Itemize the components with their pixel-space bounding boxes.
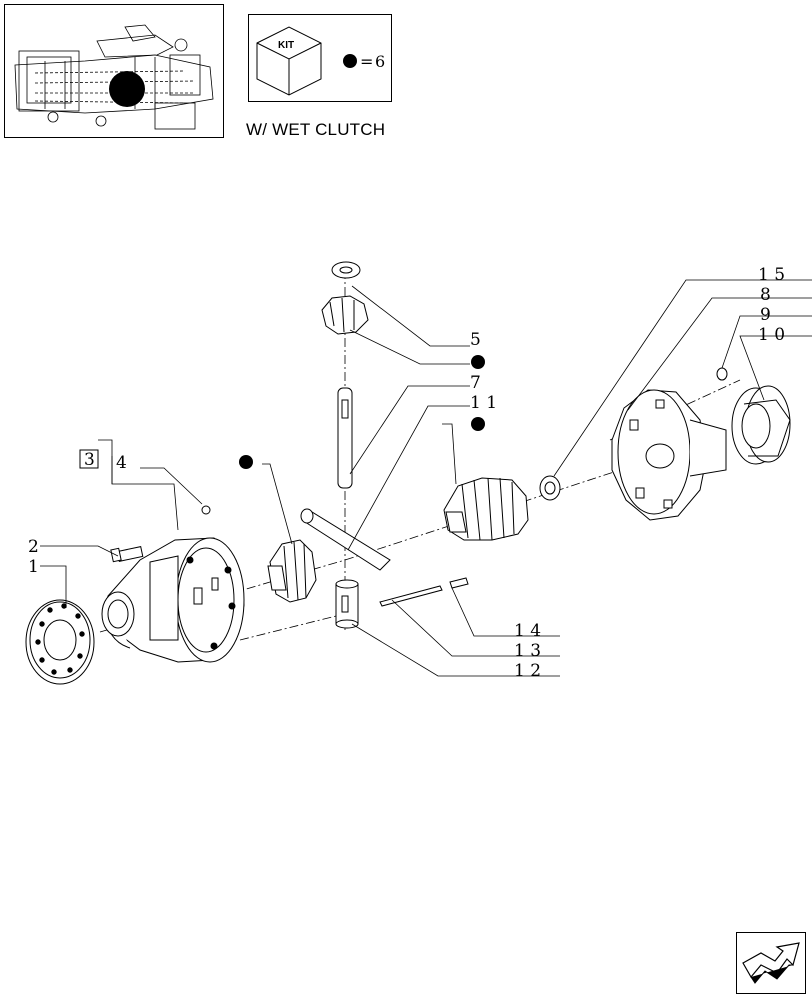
part-9-ball <box>716 367 728 381</box>
kit-marker-dot-icon <box>471 355 485 369</box>
callout-4: 4 <box>116 453 127 473</box>
transmission-thumbnail-drawing <box>14 24 214 130</box>
callout-9: 9 <box>760 305 771 325</box>
part-4-ball <box>201 505 211 515</box>
part-13-roll-pin <box>379 585 443 607</box>
callout-8: 8 <box>760 285 771 305</box>
part-12-spacer <box>335 579 359 629</box>
bevel-gear-right <box>443 477 529 541</box>
kit-equals-sign: = <box>360 52 373 71</box>
part-2-bolt <box>110 546 144 563</box>
next-page-arrow-icon <box>742 942 800 984</box>
part-7-pin <box>337 387 353 489</box>
part-14-short-pin <box>449 577 469 589</box>
callout-1: 1 <box>28 557 39 577</box>
part-10-bearing <box>731 385 791 465</box>
part-1-bearing <box>25 599 95 685</box>
part-5-washer <box>331 261 361 279</box>
kit-count: 6 <box>375 52 385 71</box>
kit-legend-box: KIT = 6 <box>248 14 392 102</box>
cross-shaft <box>300 508 391 571</box>
part-8-housing-half <box>611 389 727 521</box>
callout-10: 1 0 <box>758 325 785 345</box>
callout-14: 1 4 <box>514 621 541 641</box>
callout-11: 1 1 <box>470 393 497 413</box>
location-dot-icon <box>109 71 145 107</box>
kit-legend-drawing: KIT = 6 <box>256 26 385 96</box>
kit-marker-dot-icon <box>239 455 253 469</box>
kit-marker-dot-icon <box>471 417 485 431</box>
variant-caption: W/ WET CLUTCH <box>246 120 386 139</box>
top-pinion-gear <box>321 295 369 335</box>
side-gear-left <box>267 539 317 603</box>
location-thumbnail <box>4 4 224 138</box>
filled-dot-icon <box>343 54 357 68</box>
callout-3-box <box>79 439 113 484</box>
callout-12: 1 2 <box>514 661 541 681</box>
next-page-button[interactable] <box>736 932 806 994</box>
part-3-differential-case <box>101 537 245 663</box>
callout-5: 5 <box>470 330 481 350</box>
part-15-washer <box>539 475 561 501</box>
callout-13: 1 3 <box>514 641 541 661</box>
leader-lines <box>40 279 812 677</box>
callout-2: 2 <box>28 537 39 557</box>
kit-label: KIT <box>278 40 294 51</box>
callout-15: 1 5 <box>758 265 785 285</box>
kit-cube-icon <box>256 26 322 96</box>
callout-7: 7 <box>470 373 481 393</box>
callout-3: 3 <box>84 450 95 470</box>
